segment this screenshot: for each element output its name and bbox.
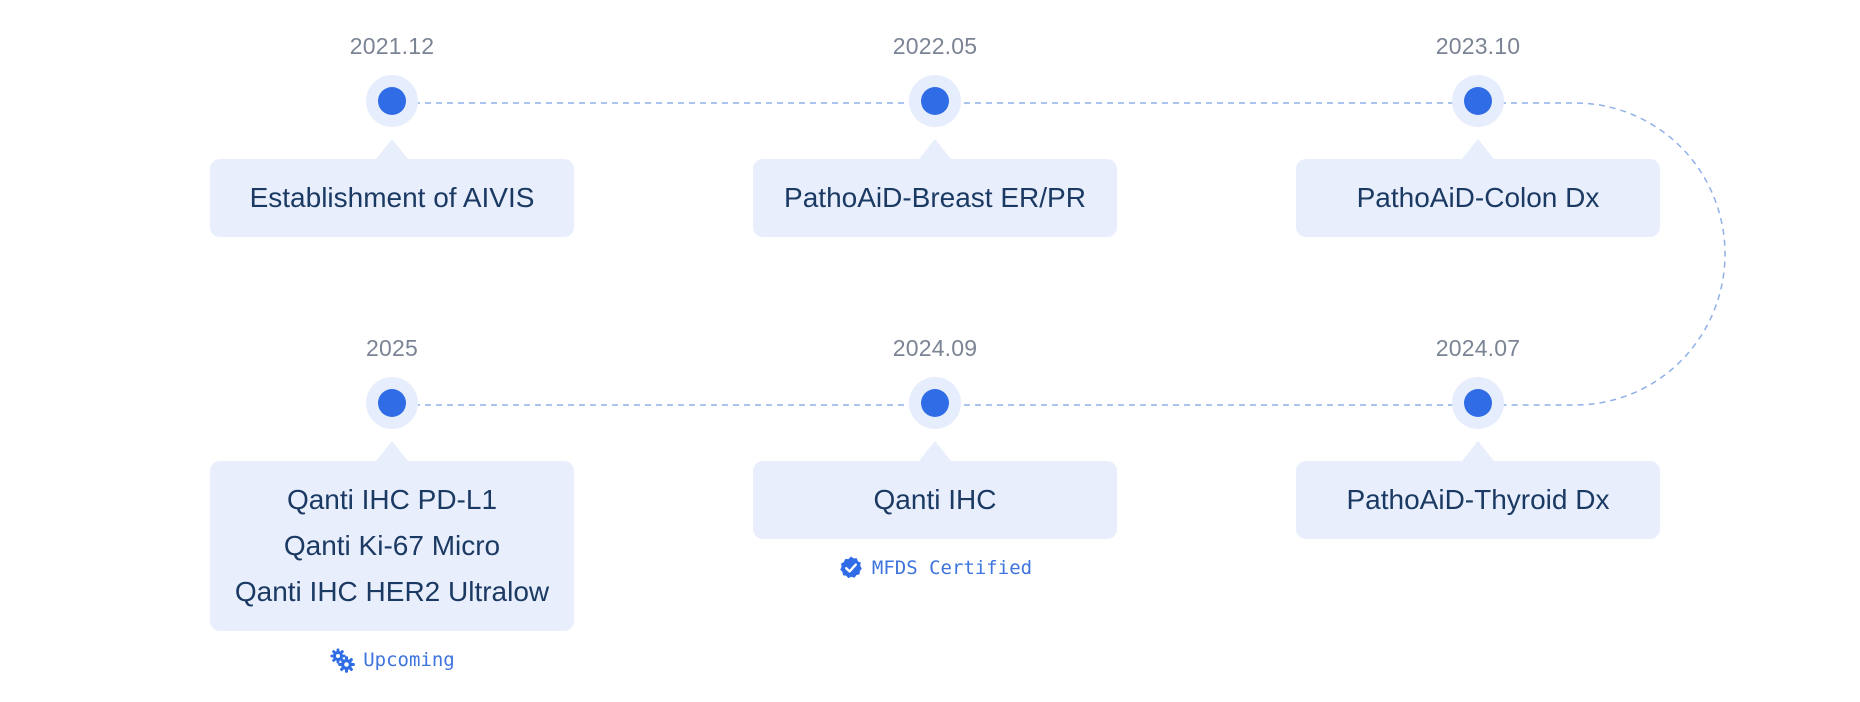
milestone-date: 2024.09 xyxy=(892,335,978,361)
card-pointer xyxy=(376,441,408,461)
milestone-card: PathoAiD-Breast ER/PR xyxy=(753,159,1117,237)
milestone-card: Qanti IHC PD-L1 Qanti Ki-67 Micro Qanti … xyxy=(210,461,574,631)
status-label: MFDS Certified xyxy=(871,557,1033,579)
verified-badge-icon xyxy=(840,556,862,579)
milestone-date: 2024.07 xyxy=(1435,335,1521,361)
status-badge: MFDS Certified xyxy=(838,555,1032,581)
milestone-dot xyxy=(909,75,961,127)
milestone-2025: 2025 Qanti IHC PD-L1 Qanti Ki-67 Micro Q… xyxy=(210,333,574,673)
milestone-item: Qanti IHC PD-L1 xyxy=(286,484,498,515)
milestone-2021-12: 2021.12 Establishment of AIVIS xyxy=(210,31,574,237)
milestone-item: Establishment of AIVIS xyxy=(249,182,535,213)
milestone-dot xyxy=(366,377,418,429)
milestone-item: PathoAiD-Thyroid Dx xyxy=(1346,484,1610,515)
milestone-dot xyxy=(909,377,961,429)
gears-icon xyxy=(330,648,356,673)
status-badge: Upcoming xyxy=(329,647,455,673)
milestone-dot xyxy=(366,75,418,127)
status-label: Upcoming xyxy=(363,649,455,671)
milestone-card: Qanti IHC xyxy=(753,461,1117,539)
milestone-card: PathoAiD-Thyroid Dx xyxy=(1296,461,1660,539)
milestone-2024-07: 2024.07 PathoAiD-Thyroid Dx xyxy=(1296,333,1660,539)
milestone-card: Establishment of AIVIS xyxy=(210,159,574,237)
milestone-2023-10: 2023.10 PathoAiD-Colon Dx xyxy=(1296,31,1660,237)
milestone-2024-09: 2024.09 Qanti IHC MFDS Certified xyxy=(753,333,1117,581)
card-pointer xyxy=(376,139,408,159)
milestone-2022-05: 2022.05 PathoAiD-Breast ER/PR xyxy=(753,31,1117,237)
milestone-date: 2022.05 xyxy=(892,33,978,59)
milestone-item: Qanti Ki-67 Micro xyxy=(283,530,501,561)
milestone-item: PathoAiD-Breast ER/PR xyxy=(784,182,1086,213)
milestone-date: 2021.12 xyxy=(349,33,435,59)
milestone-dot xyxy=(1452,377,1504,429)
curve-connector xyxy=(1478,102,1726,406)
milestone-item: Qanti IHC HER2 Ultralow xyxy=(234,576,550,607)
milestone-item: Qanti IHC xyxy=(873,484,997,515)
milestone-date: 2023.10 xyxy=(1435,33,1521,59)
card-pointer xyxy=(919,441,951,461)
milestone-dot xyxy=(1452,75,1504,127)
card-pointer xyxy=(1462,139,1494,159)
card-pointer xyxy=(919,139,951,159)
milestone-date: 2025 xyxy=(366,335,418,361)
milestone-card: PathoAiD-Colon Dx xyxy=(1296,159,1660,237)
card-pointer xyxy=(1462,441,1494,461)
milestone-item: PathoAiD-Colon Dx xyxy=(1356,182,1600,213)
